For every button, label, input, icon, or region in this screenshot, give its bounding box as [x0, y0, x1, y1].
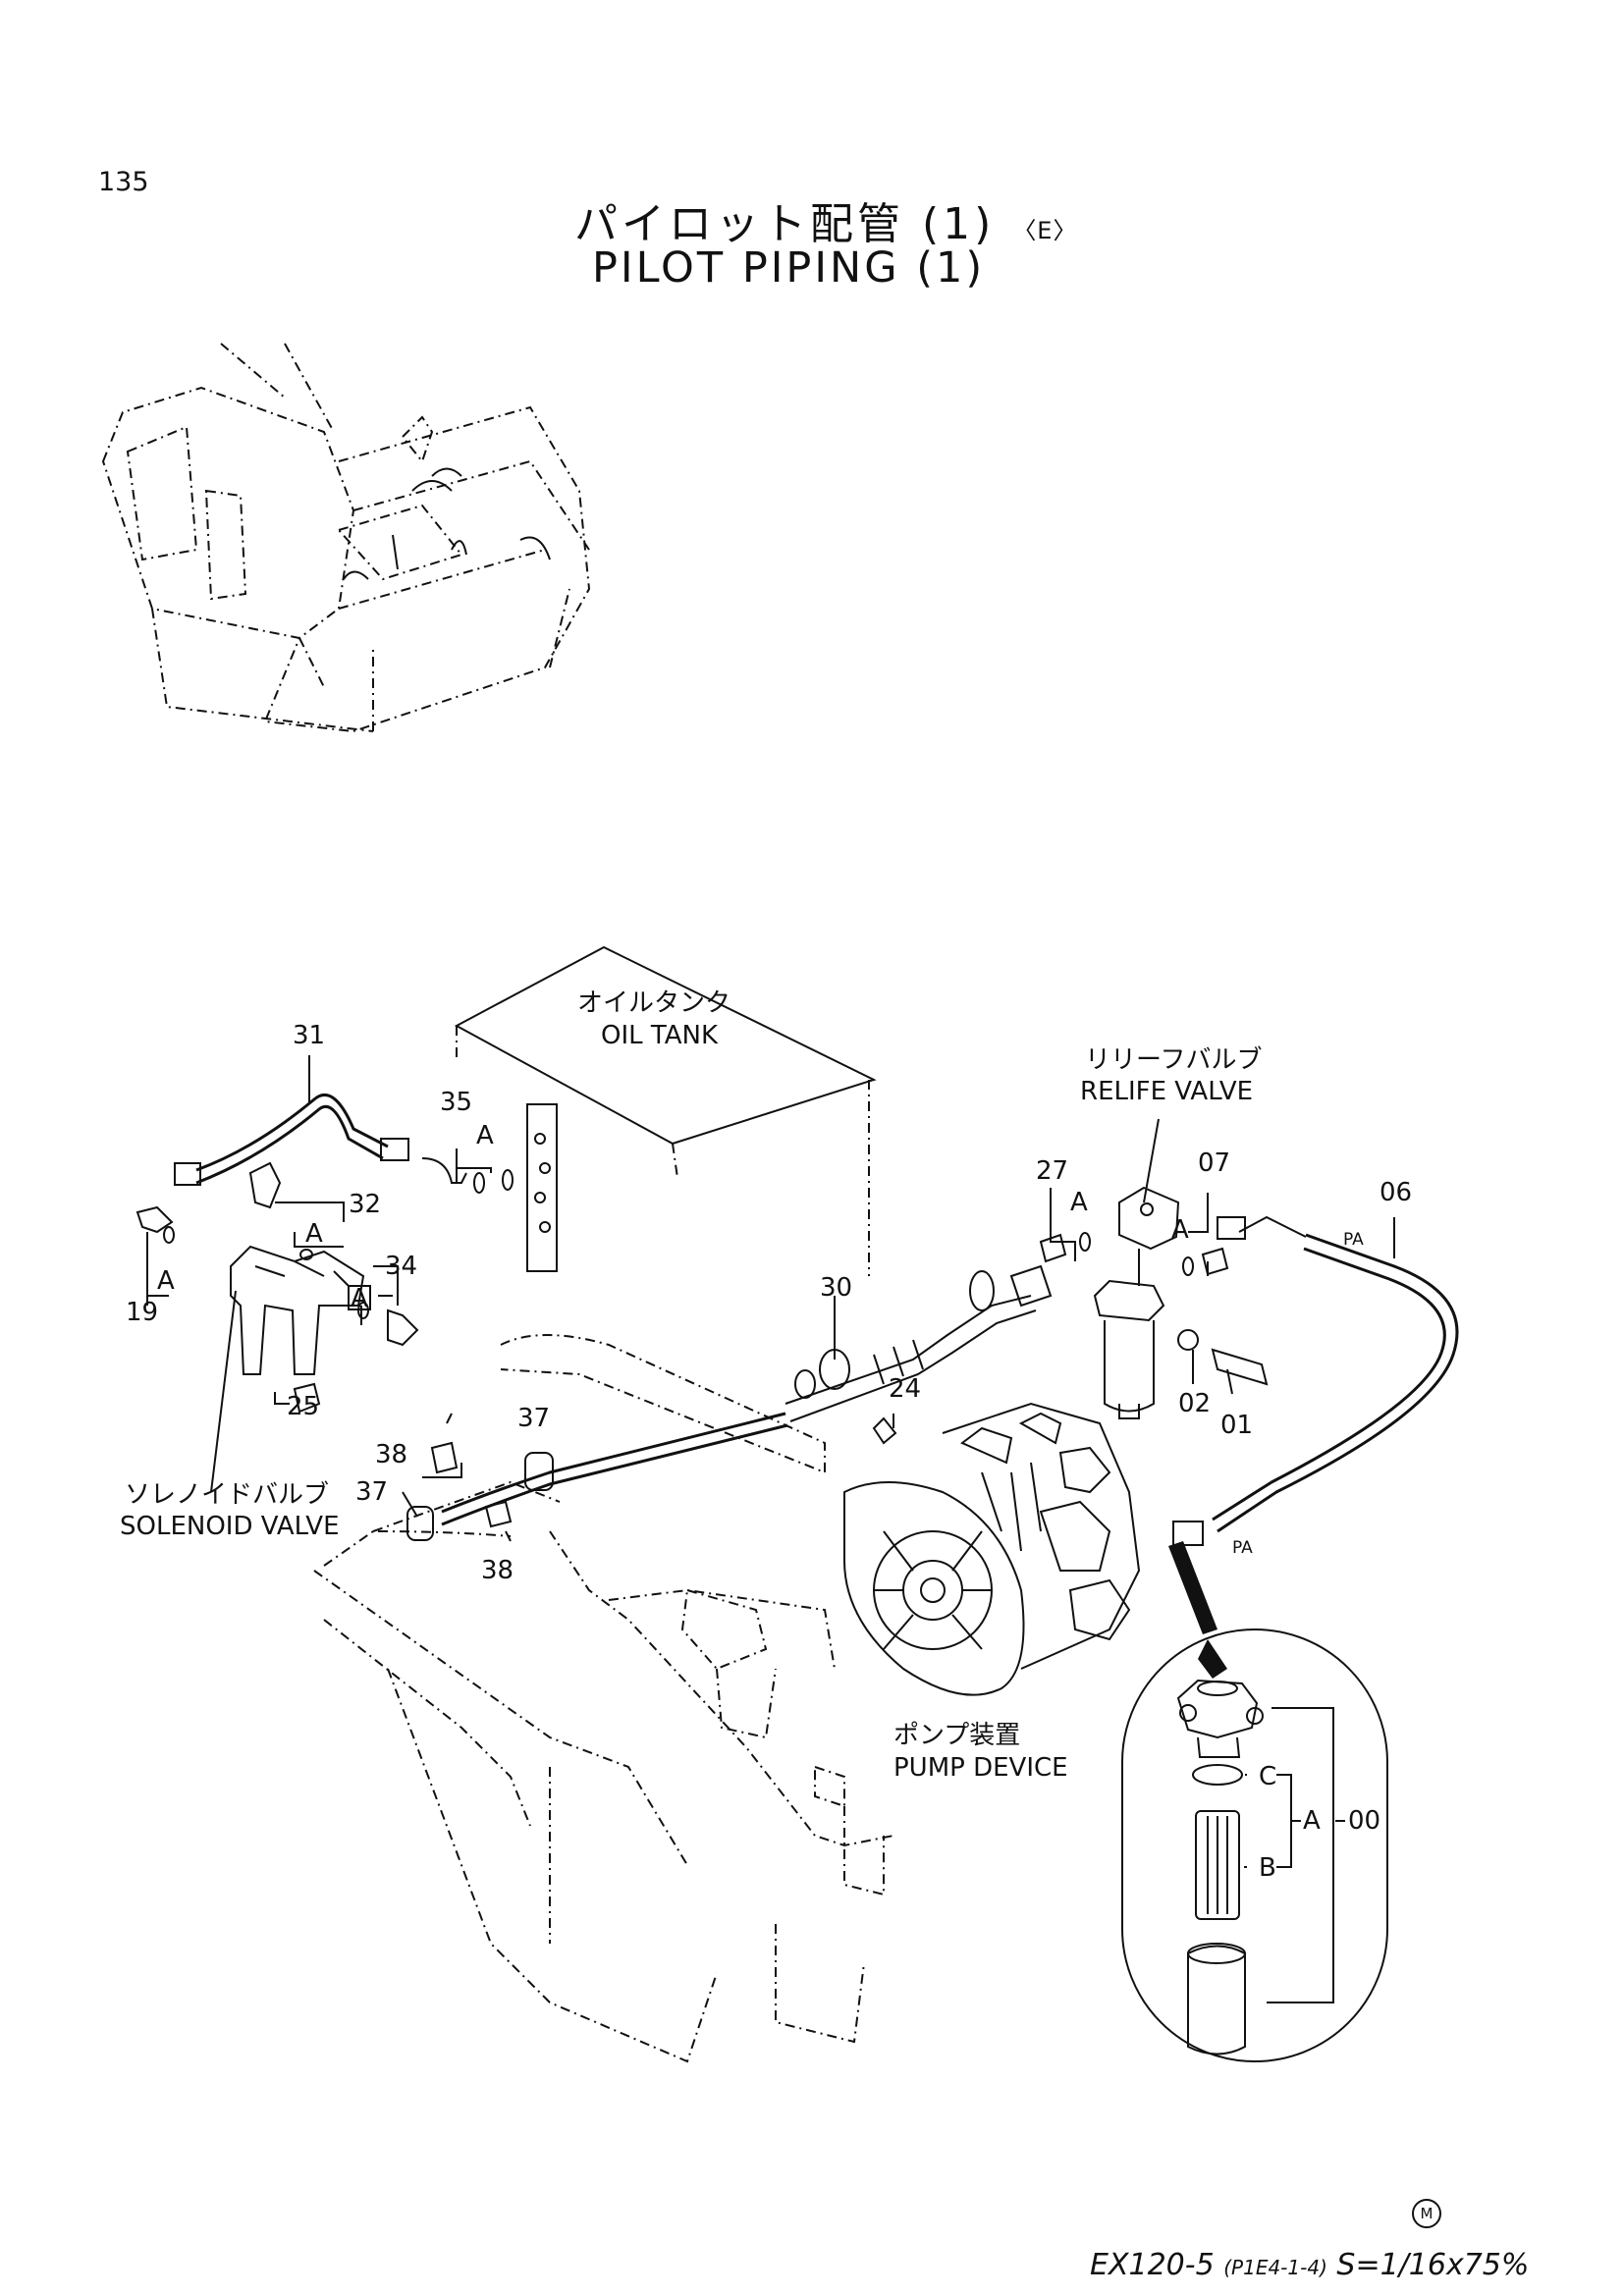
footer-scale: S=1/16x75%: [1336, 2248, 1530, 2282]
frame-drawing: [313, 1334, 894, 2063]
callout-a-35: A: [476, 1121, 494, 1150]
callout-07: 07: [1198, 1148, 1231, 1178]
footer-model: EX120-5: [1090, 2248, 1215, 2282]
title-jp-text: パイロット配管 (1): [574, 199, 996, 249]
callout-a-32: A: [305, 1219, 323, 1249]
solenoid-valve-label-en: SOLENOID VALVE: [120, 1512, 340, 1541]
pump-device-label-jp: ポンプ装置: [893, 1721, 1021, 1750]
callout-pa-top: PA: [1343, 1230, 1364, 1250]
callout-a-07: A: [1171, 1215, 1189, 1245]
callout-31: 31: [293, 1021, 326, 1050]
callout-detail-c: C: [1259, 1762, 1277, 1791]
callout-pa-bottom: PA: [1232, 1538, 1253, 1558]
callout-37-left: 37: [355, 1477, 389, 1507]
page-title-jp: パイロット配管 (1) 〈E〉: [574, 188, 1077, 251]
callout-30: 30: [820, 1273, 853, 1303]
oil-tank-drawing: [454, 945, 877, 1276]
callout-24: 24: [889, 1374, 922, 1404]
callout-01: 01: [1220, 1411, 1254, 1440]
oil-tank-label-en: OIL TANK: [601, 1021, 719, 1050]
callout-35: 35: [440, 1088, 473, 1117]
callout-a-27: A: [1070, 1188, 1088, 1217]
page-number: 135: [98, 167, 149, 197]
callout-38-top: 38: [375, 1440, 408, 1469]
callout-32: 32: [349, 1190, 382, 1219]
excavator-overview: [101, 343, 591, 733]
callout-a-19: A: [157, 1266, 175, 1296]
callout-00: 00: [1348, 1806, 1381, 1836]
callout-02: 02: [1178, 1389, 1212, 1418]
callout-19: 19: [126, 1298, 159, 1327]
callout-detail-a: A: [1303, 1806, 1321, 1836]
relief-valve-label-en: RELIFE VALVE: [1080, 1077, 1254, 1106]
callout-38-bottom: 38: [481, 1556, 514, 1585]
footer-ref: (P1E4-1-4): [1223, 2256, 1327, 2279]
mark-symbol: M: [1412, 2199, 1441, 2228]
relief-valve-drawing: [1039, 1186, 1269, 1419]
callout-detail-b: B: [1259, 1853, 1276, 1883]
hose-31-drawing: [174, 1094, 514, 1194]
pump-device-label-en: PUMP DEVICE: [893, 1753, 1068, 1783]
leader-lines: [146, 1055, 1395, 1542]
footer-model-ref: EX120-5 (P1E4-1-4) S=1/16x75%: [1090, 2248, 1529, 2282]
filter-detail-drawing: [1121, 1629, 1388, 2062]
callout-34: 34: [385, 1252, 418, 1281]
page-title-en: PILOT PIPING (1): [592, 243, 986, 293]
callout-a-34: A: [351, 1284, 368, 1313]
hose-06-drawing: [1168, 1215, 1459, 1679]
callout-25: 25: [287, 1392, 320, 1421]
oil-tank-label-jp: オイルタンク: [577, 988, 731, 1018]
relief-valve-label-jp: リリーフバルブ: [1085, 1045, 1263, 1075]
solenoid-valve-drawing: [135, 1161, 419, 1414]
solenoid-valve-label-jp: ソレノイドバルブ: [125, 1480, 330, 1510]
pump-device-drawing: [843, 1402, 1141, 1696]
callout-37-top: 37: [517, 1404, 551, 1433]
callout-06: 06: [1380, 1178, 1413, 1207]
callout-27: 27: [1036, 1156, 1069, 1186]
title-variant: 〈E〉: [1012, 217, 1078, 244]
